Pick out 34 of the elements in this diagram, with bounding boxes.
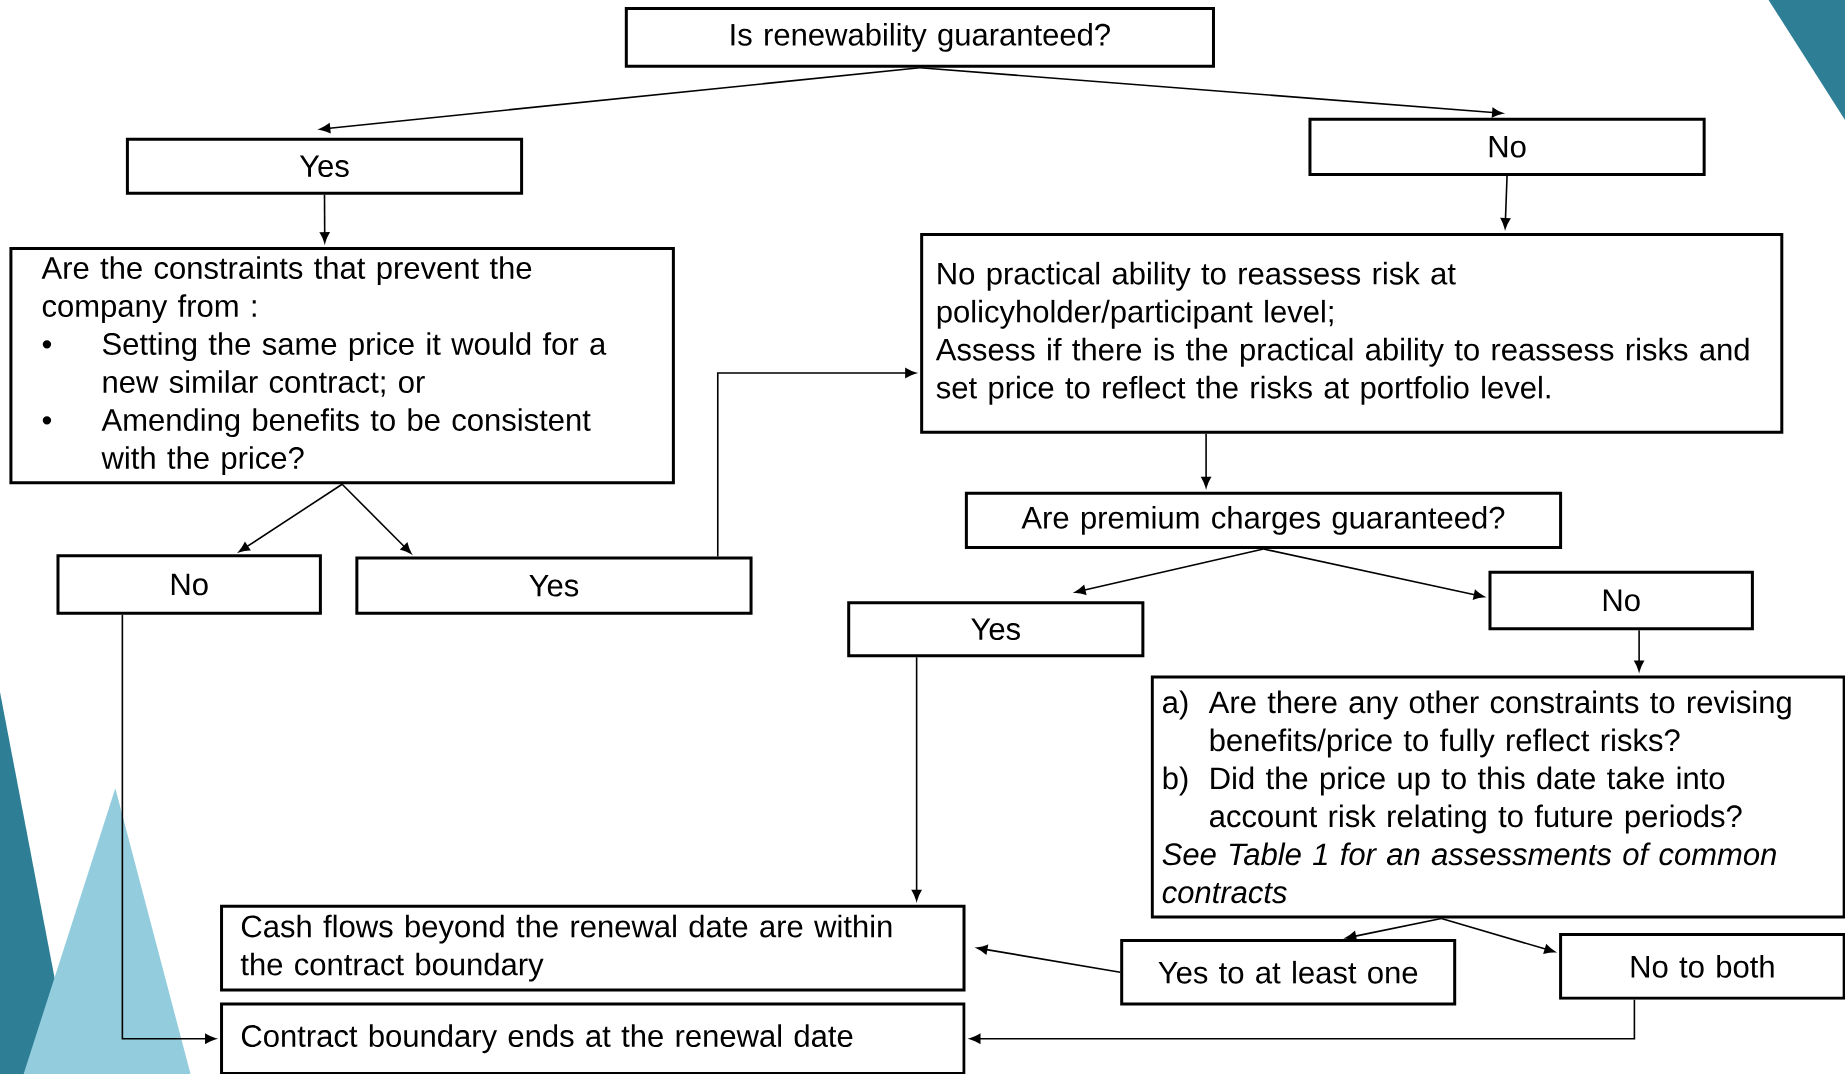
answer-box: No to both: [1559, 932, 1845, 1000]
decision-box: Is renewability guaranteed?: [624, 6, 1215, 68]
arrow: [969, 998, 1636, 1044]
arrow: [319, 66, 921, 133]
answer-box: Yes: [355, 556, 753, 615]
answer-box: Yes: [125, 137, 524, 195]
outcome-box: Contract boundary ends at the renewal date: [220, 1002, 966, 1074]
arrow: [716, 368, 916, 558]
arrow: [319, 193, 330, 243]
arrow: [1201, 432, 1211, 488]
arrow: [341, 483, 412, 554]
arrow: [238, 483, 343, 553]
process-box: Are the constraints that prevent the company from : • Setting the same price it would for a new similar contract; or • Amending benefits to be consistent with the price?: [9, 246, 675, 485]
arrow: [1345, 917, 1443, 941]
bullet: •: [42, 416, 52, 425]
answer-box: No: [1308, 117, 1706, 176]
answer-box: No: [56, 554, 322, 615]
arrow: [1440, 917, 1556, 954]
answer-box: Yes: [847, 601, 1145, 658]
arrow: [1074, 548, 1265, 595]
arrow: [1500, 175, 1511, 229]
answer-box: No: [1488, 570, 1754, 630]
arrow: [919, 66, 1503, 118]
outcome-box: Cash flows beyond the renewal date are within the contract boundary: [220, 904, 966, 992]
decision-box: Are premium charges guaranteed?: [964, 491, 1563, 549]
arrow: [121, 613, 216, 1044]
arrow: [976, 944, 1121, 973]
process-box: No practical ability to reassess risk at policyholder/participant level; Assess if there is the practical ability to reassess risks and set price to reflect the risks at portfolio level.: [920, 232, 1784, 434]
answer-box: Yes to at least one: [1120, 938, 1457, 1006]
bullet: •: [42, 340, 52, 349]
arrow: [911, 656, 922, 901]
process-box: a) Are there any other constraints to revising benefits/price to fully reflect risks? b) Did the price up to this date take into account risk relating to future periods? See Table 1 for an assessments of common contracts: [1150, 675, 1845, 919]
arrow: [1262, 548, 1485, 600]
arrow: [1634, 629, 1644, 672]
